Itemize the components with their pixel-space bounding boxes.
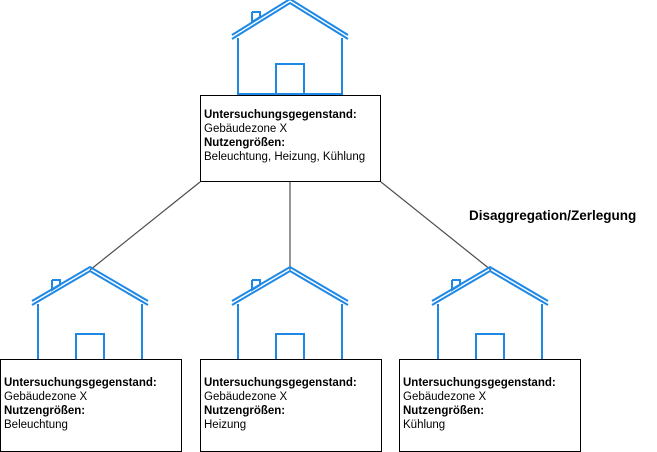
- connectors: [89, 181, 492, 271]
- subject-value: Gebäudezone X: [403, 391, 487, 403]
- child-node-box-heating: Untersuchungsgegenstand: Gebäudezone X N…: [200, 359, 382, 452]
- subject-value: Gebäudezone X: [204, 123, 288, 135]
- quantities-heading: Nutzengrößen:: [4, 405, 86, 417]
- quantities-value: Heizung: [204, 419, 247, 431]
- child-node-box-lighting: Untersuchungsgegenstand: Gebäudezone X N…: [0, 359, 182, 452]
- house-icon: [431, 265, 549, 361]
- quantities-heading: Nutzengrößen:: [403, 405, 485, 417]
- house-icon: [231, 265, 349, 361]
- subject-value: Gebäudezone X: [204, 391, 288, 403]
- quantities-value: Beleuchtung, Heizung, Kühlung: [204, 151, 366, 163]
- subject-heading: Untersuchungsgegenstand:: [204, 377, 357, 389]
- connector-left: [89, 181, 201, 271]
- subject-heading: Untersuchungsgegenstand:: [403, 377, 556, 389]
- subject-heading: Untersuchungsgegenstand:: [204, 109, 357, 121]
- quantities-heading: Nutzengrößen:: [204, 405, 286, 417]
- quantities-heading: Nutzengrößen:: [204, 137, 286, 149]
- connector-right: [380, 181, 492, 271]
- top-node-box: Untersuchungsgegenstand: Gebäudezone X N…: [200, 95, 381, 182]
- child-node-box-cooling: Untersuchungsgegenstand: Gebäudezone X N…: [399, 359, 581, 452]
- house-icon: [231, 0, 349, 95]
- quantities-value: Kühlung: [403, 419, 446, 431]
- subject-value: Gebäudezone X: [4, 391, 88, 403]
- decomposition-label: Disaggregation/Zerlegung: [469, 208, 637, 223]
- subject-heading: Untersuchungsgegenstand:: [4, 377, 157, 389]
- house-icon: [31, 265, 149, 361]
- quantities-value: Beleuchtung: [4, 419, 68, 431]
